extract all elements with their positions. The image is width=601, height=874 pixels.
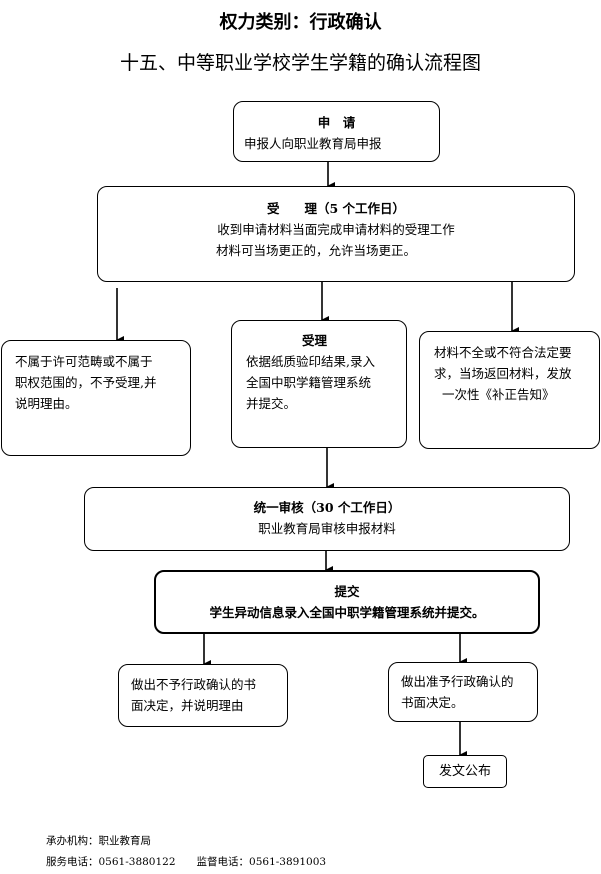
reject-scope-line2: 职权范围的，不予受理,并	[15, 375, 157, 390]
review-node-text: 职业教育局审核申报材料	[258, 521, 396, 536]
apply-node-title: 申 请	[317, 115, 356, 130]
accept-detail-line3: 并提交。	[246, 396, 297, 411]
incomplete-line3: 一次性《补正告知》	[442, 387, 555, 402]
reject-scope-line1: 不属于许可范畴或不属于	[15, 354, 153, 369]
publish-node-text: 发文公布	[438, 764, 491, 779]
accept-detail-node: 受理 依据纸质验印结果,录入 全国中职学籍管理系统 并提交。	[231, 320, 407, 448]
approve-decision-line2: 书面决定。	[401, 695, 464, 710]
apply-node: 申 请 申报人向职业教育局申报	[233, 101, 440, 162]
incomplete-line1: 材料不全或不符合法定要	[434, 345, 572, 360]
submit-node-text: 学生异动信息录入全国中职学籍管理系统并提交。	[209, 605, 485, 620]
approve-decision-node: 做出准予行政确认的 书面决定。	[388, 662, 538, 722]
deny-decision-line2: 面决定，并说明理由	[131, 698, 244, 713]
accept-node-title: 受 理（5 个工作日）	[266, 201, 406, 216]
deny-decision-line1: 做出不予行政确认的书	[131, 677, 257, 692]
deny-decision-node: 做出不予行政确认的书 面决定，并说明理由	[118, 664, 288, 727]
review-node-title: 统一审核（30 个工作日）	[253, 500, 401, 515]
incomplete-line2: 求，当场返回材料，发放	[434, 366, 572, 381]
accept-node-line2: 材料可当场更正的，允许当场更正。	[215, 243, 416, 258]
submit-node: 提交 学生异动信息录入全国中职学籍管理系统并提交。	[154, 570, 540, 634]
flowchart-title: 十五、中等职业学校学生学籍的确认流程图	[119, 52, 481, 74]
reject-scope-node: 不属于许可范畴或不属于 职权范围的，不予受理,并 说明理由。	[1, 340, 191, 456]
review-node: 统一审核（30 个工作日） 职业教育局审核申报材料	[84, 487, 570, 551]
incomplete-node: 材料不全或不符合法定要 求，当场返回材料，发放 一次性《补正告知》	[419, 331, 600, 449]
footer-phones: 服务电话：0561-3880122 监督电话：0561-3891003	[46, 856, 327, 868]
accept-detail-line2: 全国中职学籍管理系统	[246, 375, 372, 390]
publish-node: 发文公布	[423, 755, 507, 788]
footer-org: 承办机构：职业教育局	[46, 835, 151, 847]
approve-decision-line1: 做出准予行政确认的	[401, 674, 514, 689]
submit-node-title: 提交	[334, 584, 360, 599]
accept-detail-title: 受理	[302, 333, 328, 348]
accept-detail-line1: 依据纸质验印结果,录入	[246, 354, 375, 369]
accept-node: 受 理（5 个工作日） 收到申请材料当面完成申请材料的受理工作 材料可当场更正的…	[97, 186, 575, 282]
category-heading: 权力类别：行政确认	[219, 12, 382, 33]
accept-node-line1: 收到申请材料当面完成申请材料的受理工作	[217, 222, 455, 237]
apply-node-text: 申报人向职业教育局申报	[244, 136, 382, 151]
reject-scope-line3: 说明理由。	[15, 396, 78, 411]
